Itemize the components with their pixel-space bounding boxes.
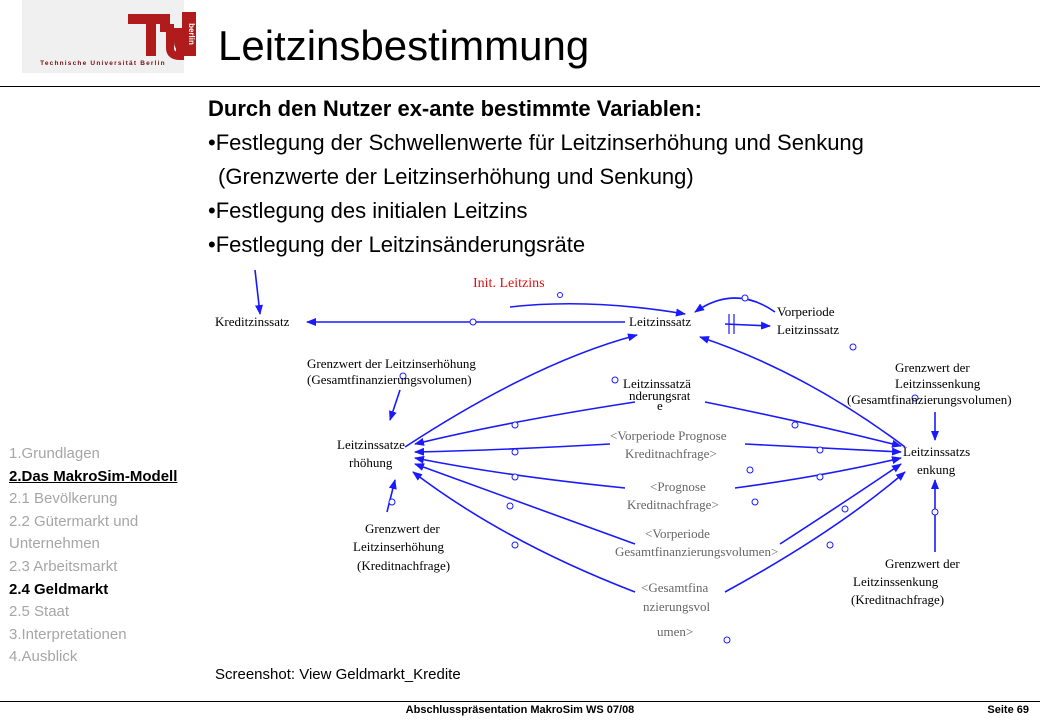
label-erhoehung-1: Leitzinssatze — [337, 437, 405, 452]
label-gw-senk-gfv-2: Leitzinssenkung — [895, 376, 981, 391]
bullet-subitem: (Grenzwerte der Leitzinserhöhung und Sen… — [218, 164, 694, 189]
nav-item-guetermarkt[interactable]: 2.2 Gütermarkt und Unternehmen — [9, 512, 139, 553]
arrow-init-to-leitzins — [509, 302, 686, 317]
arrow-senkung-to-leitzins — [699, 336, 906, 448]
nav-item-staat[interactable]: 2.5 Staat — [9, 603, 70, 621]
content-heading: Durch den Nutzer ex-ante bestimmte Varia… — [208, 96, 702, 121]
bullet-item: •Festlegung des initialen Leitzins — [208, 198, 528, 223]
nav-item-arbeitsmarkt[interactable]: 2.3 Arbeitsmarkt — [9, 557, 118, 575]
page-footer: Abschlusspräsentation MakroSim WS 07/08 … — [0, 701, 1040, 721]
arrow-shadow3-to-senk — [779, 463, 902, 545]
label-vorperiode: Vorperiode — [777, 304, 835, 319]
main-content: Durch den Nutzer ex-ante bestimmte Varia… — [208, 92, 1028, 262]
section-nav: 1.Grundlagen 2.Das MakroSim-Modell 2.1 B… — [9, 443, 184, 669]
footer-presentation-title: Abschlusspräsentation MakroSim WS 07/08 — [405, 704, 635, 716]
arrow-erhoehung-to-leitzins — [404, 333, 638, 448]
arrow-vorperiode-loop — [694, 297, 776, 313]
arrow-shadow1-to-erh — [414, 443, 611, 456]
arrow-shadow4-to-erh — [412, 471, 636, 593]
label-shadow-vorperiode-gfv-2: Gesamtfinanzierungsvolumen> — [615, 544, 778, 559]
arrow-aend-to-senk — [704, 401, 902, 448]
label-gw-erh-kn-2: Leitzinserhöhung — [353, 539, 444, 554]
arrow-shadow2-to-erh — [414, 455, 626, 489]
label-shadow-gfv-3: umen> — [657, 624, 693, 639]
label-senkung-1: Leitzinssatzs — [903, 444, 970, 459]
label-erhoehung-2: rhöhung — [349, 455, 393, 470]
tu-logo-mark-icon: berlin — [128, 12, 196, 60]
tu-berlin-logo: berlin Technische Universität Berlin — [22, 0, 196, 73]
footer-page-number: Seite 69 — [987, 704, 1029, 716]
diagram-link-markers — [388, 292, 939, 644]
diagram-caption: Screenshot: View Geldmarkt_Kredite — [215, 666, 461, 683]
label-shadow-vorperiode-gfv-1: <Vorperiode — [645, 526, 710, 541]
label-gw-erh-gfv-2: (Gesamtfinanzierungsvolumen) — [307, 372, 472, 387]
causal-loop-diagram: Init. Leitzins Kreditzinssatz Leitzinssa… — [215, 269, 1012, 644]
header-divider — [0, 86, 1040, 87]
nav-item-interpretationen[interactable]: 3.Interpretationen — [9, 625, 127, 643]
arrow-shadow4-to-senk — [724, 471, 906, 593]
nav-item-makrosim-modell[interactable]: 2.Das MakroSim-Modell — [9, 467, 178, 485]
label-aenderung-2: nderungsrat — [629, 388, 691, 403]
label-shadow-gfv-1: <Gesamtfina — [641, 580, 708, 595]
label-senkung-2: enkung — [917, 462, 956, 477]
label-shadow-prognose-1: <Prognose — [650, 479, 706, 494]
label-kreditzinssatz: Kreditzinssatz — [215, 314, 290, 329]
bullet-item: •Festlegung der Leitzinsänderungsräte — [208, 232, 586, 257]
label-leitzinssatz: Leitzinssatz — [629, 314, 691, 329]
bullet-item: •Festlegung der Schwellenwerte für Leitz… — [208, 130, 864, 155]
label-aenderung-3: e — [657, 398, 663, 413]
logo-university-name: Technische Universität Berlin — [40, 60, 166, 67]
label-shadow-gfv-2: nzierungsvol — [643, 599, 711, 614]
diagram-delay-marks — [728, 314, 735, 334]
label-gw-senk-kn-2: Leitzinssenkung — [853, 574, 939, 589]
arrow-shadow3-to-erh — [414, 463, 636, 545]
label-gw-senk-gfv-3: (Gesamtfinanzierungsvolumen) — [847, 392, 1012, 407]
arrow-shadow1-to-senk — [744, 443, 902, 456]
nav-item-geldmarkt[interactable]: 2.4 Geldmarkt — [9, 580, 109, 598]
arrow-leitzins-to-vorperiode — [724, 321, 771, 330]
arrow-top-to-kreditzins — [254, 269, 263, 315]
label-gw-erh-kn-3: (Kreditnachfrage) — [357, 558, 450, 573]
label-shadow-prognose-2: Kreditnachfrage> — [627, 497, 719, 512]
label-shadow-vorperiode-prognose-2: Kreditnachfrage> — [625, 446, 717, 461]
page-title: Leitzinsbestimmung — [218, 22, 590, 69]
label-aenderung-1: Leitzinssatzä — [623, 376, 691, 391]
arrow-aend-to-erh — [414, 401, 636, 446]
label-gw-senk-kn-1: Grenzwert der — [885, 556, 960, 571]
nav-item-grundlagen[interactable]: 1.Grundlagen — [9, 445, 100, 462]
arrow-gwerh-gfv — [389, 389, 401, 421]
label-gw-erh-gfv-1: Grenzwert der Leitzinserhöhung — [307, 356, 476, 371]
logo-berlin-word: berlin — [187, 23, 196, 45]
label-vorperiode-leitzinssatz: Leitzinssatz — [777, 322, 839, 337]
label-gw-senk-gfv-1: Grenzwert der — [895, 360, 970, 375]
label-shadow-vorperiode-prognose-1: <Vorperiode Prognose — [610, 428, 727, 443]
nav-item-bevoelkerung[interactable]: 2.1 Bevölkerung — [9, 490, 118, 508]
label-gw-senk-kn-3: (Kreditnachfrage) — [851, 592, 944, 607]
label-init-leitzins: Init. Leitzins — [473, 276, 545, 291]
arrow-gwerh-kn — [386, 479, 397, 513]
arrow-shadow2-to-senk — [734, 456, 902, 489]
nav-item-ausblick[interactable]: 4.Ausblick — [9, 648, 78, 666]
label-gw-erh-kn-1: Grenzwert der — [365, 521, 440, 536]
